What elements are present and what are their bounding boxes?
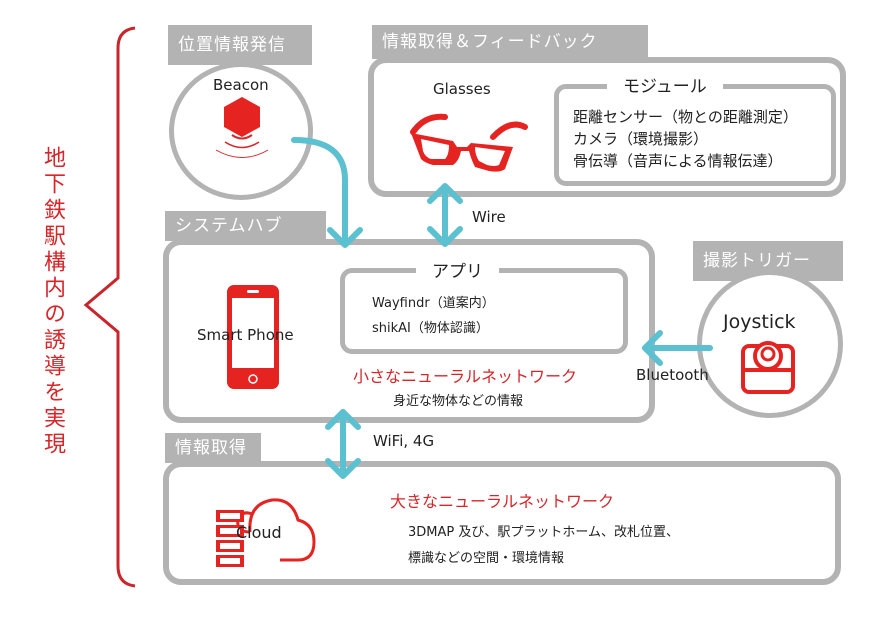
app-box (340, 268, 628, 354)
glasses-tab: 情報取得＆フィードバック (372, 25, 648, 59)
cloud-icon (216, 498, 316, 567)
module-title: モジュール (607, 72, 723, 97)
cloud-label: Cloud (236, 523, 282, 542)
hub-tab: システムハブ (165, 211, 326, 241)
cloud-tab: 情報取得 (165, 433, 261, 463)
module-item: 骨伝導（音声による情報伝達） (573, 152, 783, 170)
large-nn-title: 大きなニューラルネットワーク (390, 492, 615, 511)
smartphone-label: Smart Phone (197, 326, 294, 344)
wire-label: Wire (472, 208, 506, 226)
app-item: shikAI（物体認識） (372, 321, 489, 336)
side-title: 地下鉄駅構内の誘導を実現 (40, 146, 65, 458)
joystick-icon (741, 341, 795, 394)
small-nn-desc: 身近な物体などの情報 (393, 394, 524, 409)
trigger-label: Joystick (723, 311, 796, 333)
cloud-box (163, 461, 841, 585)
app-item: Wayfindr（道案内） (372, 296, 495, 311)
small-nn-title: 小さなニューラルネットワーク (353, 367, 578, 386)
wifi-label: WiFi, 4G (373, 432, 435, 450)
beacon-icon (215, 97, 269, 158)
smartphone-icon (227, 285, 279, 389)
app-title: アプリ (416, 257, 499, 282)
cloud-desc-line: 標識などの空間・環境情報 (408, 551, 565, 566)
beacon-label: Beacon (213, 76, 269, 94)
cloud-desc-line: 3DMAP 及び、駅プラットホーム、改札位置、 (408, 525, 679, 540)
bluetooth-label: Bluetooth (636, 366, 709, 384)
module-item: カメラ（環境撮影） (573, 130, 709, 148)
module-item: 距離センサー（物との距離測定） (573, 108, 798, 126)
beacon-to-hub-arrow (291, 137, 348, 247)
glasses-icon (410, 113, 528, 172)
glasses-label: Glasses (433, 80, 491, 98)
beacon-tab: 位置情報発信 (168, 25, 312, 65)
